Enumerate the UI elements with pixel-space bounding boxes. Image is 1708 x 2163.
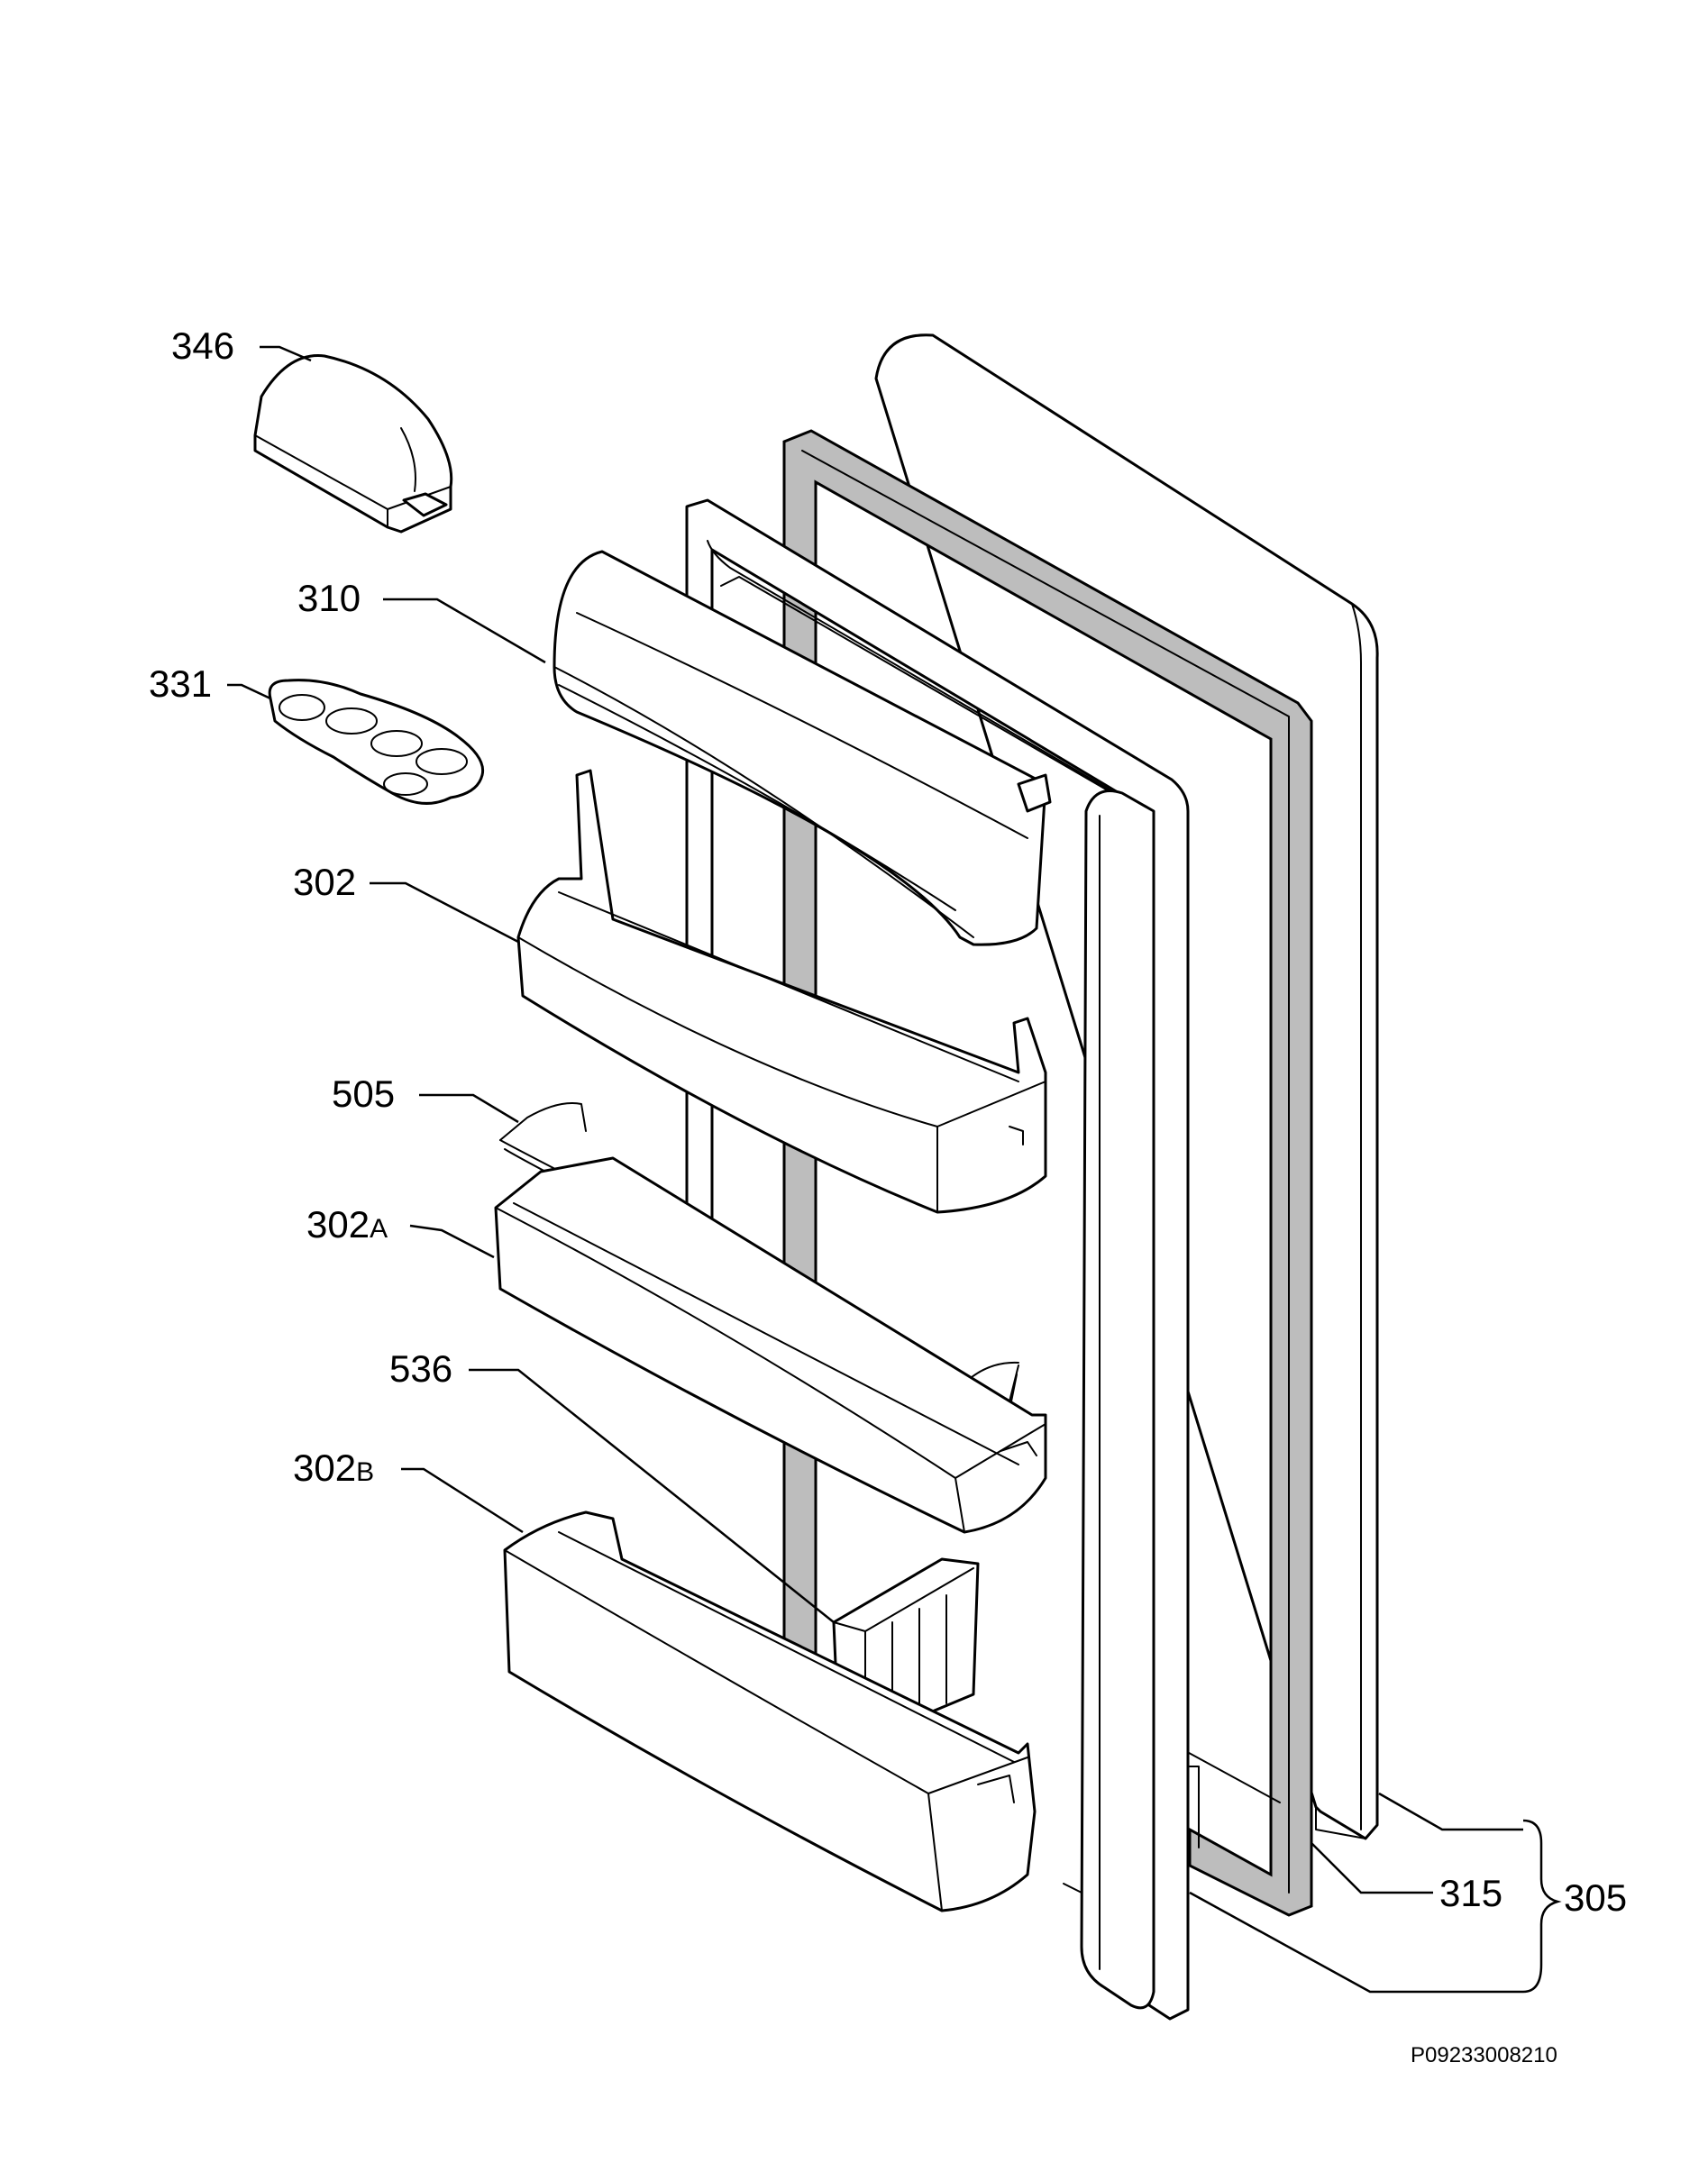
label-302a: 302A xyxy=(306,1203,388,1246)
label-331: 331 xyxy=(149,662,212,705)
leader-536 xyxy=(469,1368,835,1623)
label-302a-suffix: A xyxy=(370,1214,388,1244)
part-labels: 346 310 331 302 505 302A 536 302B 315 30… xyxy=(149,324,1627,2067)
leader-346 xyxy=(260,345,312,362)
leader-lines xyxy=(227,345,1562,1994)
door-shelf-part xyxy=(516,769,1047,1214)
label-302a-number: 302 xyxy=(306,1203,370,1246)
label-302b-number: 302 xyxy=(293,1447,356,1489)
leader-505 xyxy=(419,1093,519,1124)
leader-315 xyxy=(1311,1842,1433,1894)
brace-305 xyxy=(1522,1819,1562,1994)
leader-302a xyxy=(409,1224,495,1259)
leader-331 xyxy=(227,683,271,700)
door-shelf-a-part xyxy=(494,1156,1047,1534)
label-310: 310 xyxy=(297,577,361,619)
butter-dish-part xyxy=(253,354,453,534)
label-302b-suffix: B xyxy=(356,1457,374,1487)
label-315: 315 xyxy=(1439,1872,1502,1914)
label-536: 536 xyxy=(389,1347,452,1390)
leader-302b xyxy=(401,1467,524,1534)
leader-305-bottom xyxy=(1189,1891,1523,1994)
drawing-code: P09233008210 xyxy=(1411,2043,1557,2067)
leader-310 xyxy=(383,598,546,664)
bottle-shelf-b-part xyxy=(503,1510,1037,1912)
dairy-lid-part xyxy=(553,550,1052,946)
door-gasket xyxy=(782,429,1313,1917)
label-305: 305 xyxy=(1564,1876,1627,1919)
label-302b: 302B xyxy=(293,1447,374,1489)
door-inner-liner xyxy=(685,498,1190,2021)
egg-tray-part xyxy=(268,679,485,805)
label-346: 346 xyxy=(171,324,234,367)
leader-302 xyxy=(370,881,519,944)
label-302: 302 xyxy=(293,861,356,903)
leader-305-top xyxy=(1378,1792,1523,1831)
label-505: 505 xyxy=(332,1072,395,1115)
